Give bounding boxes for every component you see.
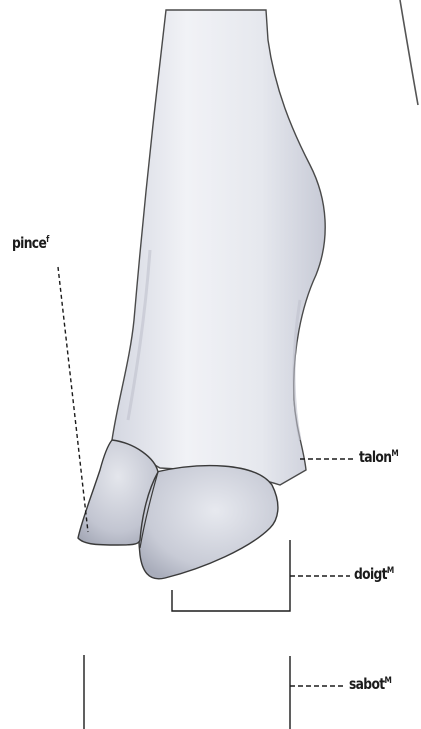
right-toe [139, 466, 278, 579]
leg-outline [112, 10, 325, 485]
label-doigt-term: doigt [354, 565, 387, 583]
label-sabot: sabotM [349, 677, 392, 692]
pince-leader [58, 267, 88, 532]
label-talon: talonM [359, 450, 399, 465]
background-arc [400, 0, 418, 105]
label-pince-gender: f [46, 235, 49, 245]
label-doigt-gender: M [387, 566, 394, 576]
label-pince: pincef [12, 236, 49, 251]
label-talon-term: talon [359, 448, 391, 466]
label-talon-gender: M [391, 449, 398, 459]
label-doigt: doigtM [354, 567, 394, 582]
label-pince-term: pince [12, 234, 46, 252]
label-sabot-term: sabot [349, 675, 384, 693]
label-sabot-gender: M [384, 676, 391, 686]
